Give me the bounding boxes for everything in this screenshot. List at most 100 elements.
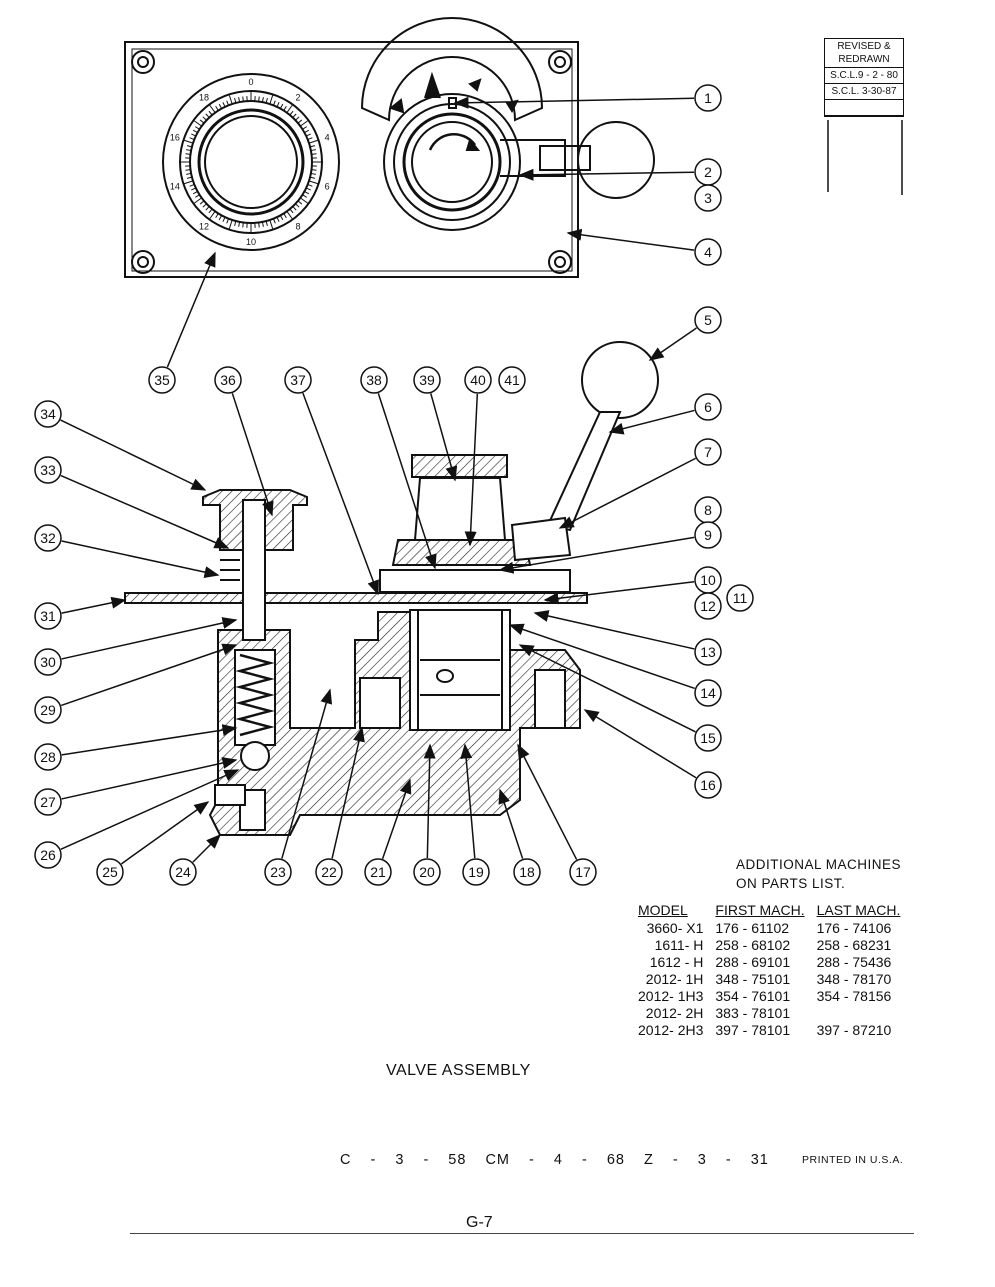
callout-leader — [508, 623, 696, 690]
callout-number: 4 — [704, 244, 712, 260]
dial-number: 16 — [170, 132, 180, 142]
callout-balloon — [464, 366, 492, 394]
callout-balloon — [34, 696, 62, 724]
last-mach-cell: 258 - 68231 — [816, 937, 892, 953]
callout-balloon — [694, 638, 722, 666]
callout-leader — [60, 419, 207, 491]
revision-header: REVISED &REDRAWN — [825, 39, 903, 68]
callout-number: 2 — [704, 164, 712, 180]
last-mach-cell: 348 - 78170 — [816, 971, 892, 987]
callout-balloon — [264, 858, 292, 886]
callout-balloon — [169, 858, 197, 886]
callout-number: 35 — [154, 372, 170, 388]
dial-number: 10 — [246, 237, 256, 247]
first-mach-cell: 383 - 78101 — [715, 1005, 791, 1021]
callout-balloon — [360, 366, 388, 394]
callout-balloon — [694, 592, 722, 620]
callout-leader — [518, 644, 696, 733]
callout-leader — [281, 688, 333, 859]
valve-section-view — [124, 341, 659, 836]
callout-balloon — [694, 438, 722, 466]
callout-leader — [61, 596, 127, 614]
callout-number: 31 — [40, 608, 56, 624]
revision-entry-2: S.C.L. 3-30-87 — [825, 84, 903, 100]
callout-balloon — [569, 858, 597, 886]
callout-balloon — [694, 306, 722, 334]
callout-number: 8 — [704, 502, 712, 518]
callout-balloon — [96, 858, 124, 886]
callout-balloon — [694, 84, 722, 112]
callout-number: 22 — [321, 864, 337, 880]
callout-number: 6 — [704, 399, 712, 415]
table-header: MODEL — [638, 902, 688, 918]
callout-number: 12 — [700, 598, 716, 614]
callout-number: 39 — [419, 372, 435, 388]
callout-leader — [583, 709, 697, 779]
callout-balloon — [694, 679, 722, 707]
callout-number: 36 — [220, 372, 236, 388]
first-mach-cell: 288 - 69101 — [715, 954, 791, 970]
callout-balloon — [498, 366, 526, 394]
dial-number: 8 — [296, 222, 301, 232]
first-mach-cell: 176 - 61102 — [715, 920, 790, 936]
callout-number: 30 — [40, 654, 56, 670]
callout-balloon — [34, 524, 62, 552]
callout-leader — [120, 801, 210, 865]
footer-rule — [130, 1233, 914, 1234]
callout-balloon — [462, 858, 490, 886]
callout-leader — [533, 610, 695, 650]
callout-number: 17 — [575, 864, 591, 880]
last-mach-cell: 288 - 75436 — [816, 954, 892, 970]
callout-leader — [608, 409, 695, 435]
callout-number: 15 — [700, 730, 716, 746]
dial-number: 4 — [325, 132, 330, 142]
callout-number: 18 — [519, 864, 535, 880]
reference-codes: C - 3 - 58 CM - 4 - 68 Z - 3 - 31 — [340, 1152, 769, 1168]
dial-number: 6 — [325, 182, 330, 192]
dial-number: 14 — [170, 182, 180, 192]
callout-leader — [61, 617, 238, 660]
callout-number: 19 — [468, 864, 484, 880]
callout-number: 26 — [40, 847, 56, 863]
callout-balloon — [694, 184, 722, 212]
model-cell: 1612 - H — [649, 954, 704, 970]
callout-number: 13 — [700, 644, 716, 660]
callout-leader — [517, 743, 578, 860]
last-mach-cell — [811, 1005, 907, 1022]
page-number: G-7 — [466, 1214, 493, 1231]
callout-balloon — [34, 788, 62, 816]
callout-balloon — [694, 238, 722, 266]
callout-number: 14 — [700, 685, 716, 701]
callout-balloon — [694, 724, 722, 752]
callout-leader — [543, 580, 695, 605]
callout-number: 9 — [704, 527, 712, 543]
callout-leader — [464, 393, 479, 547]
callout-number: 33 — [40, 462, 56, 478]
callout-leader — [381, 778, 412, 860]
callout-balloon — [413, 366, 441, 394]
callout-leader — [558, 457, 696, 529]
callout-balloon — [148, 366, 176, 394]
model-cell: 2012- 2H3 — [638, 1022, 704, 1038]
callout-leader — [460, 743, 476, 859]
printed-note: PRINTED IN U.S.A. — [802, 1154, 904, 1166]
callout-number: 34 — [40, 406, 56, 422]
callout-number: 25 — [102, 864, 118, 880]
callout-leader — [377, 393, 437, 570]
callout-balloon — [413, 858, 441, 886]
callout-number: 11 — [733, 590, 748, 606]
callout-number: 29 — [40, 702, 56, 718]
callout-number: 38 — [366, 372, 382, 388]
callout-number: 24 — [175, 864, 191, 880]
callout-number: 28 — [40, 749, 56, 765]
callout-number: 10 — [700, 572, 716, 588]
callout-number: 32 — [40, 530, 56, 546]
model-cell: 2012- 1H — [645, 971, 704, 987]
callout-balloon — [34, 648, 62, 676]
